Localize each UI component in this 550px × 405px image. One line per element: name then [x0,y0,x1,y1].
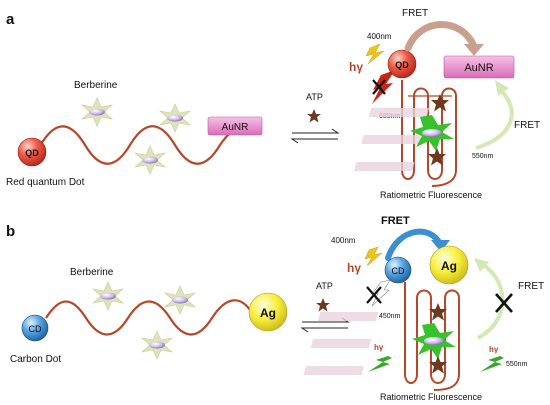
berberine-burst-b1 [91,281,125,311]
fret-right-a: FRET [514,120,540,131]
atp-label-b: ATP [316,281,333,291]
carbon-dot-label: Carbon Dot [10,354,61,365]
panel-a-letter: a [6,11,15,28]
berberine-burst-b2 [163,285,197,315]
lightning-icon [364,246,383,267]
fret-arrow-right-b [477,262,505,340]
hv-a: hγ [349,60,363,74]
star-icon [429,303,447,321]
berberine-burst-a3 [133,145,167,175]
aunr-top-label: AuNR [464,62,493,74]
fret-top-b: FRET [381,215,410,227]
berberine-label-b: Berberine [70,267,114,278]
qd-top: QD [387,49,417,79]
ag-top-label: Ag [441,259,457,273]
fret-top-a: FRET [402,8,428,19]
fret-arrow-head-right-b [474,258,489,272]
cross-icon [495,293,513,313]
red-quantum-dot: QD [17,137,47,167]
panel-b-letter: b [6,223,15,240]
cd-top-label: CD [392,266,405,276]
fret-arrow-right-a [475,88,514,150]
berberine-burst-a1 [80,97,114,127]
hv-right-b: hγ [489,345,499,354]
carbon-dot-top: CD [384,256,412,284]
blocked-emission-b [366,279,391,307]
cd-label: CD [29,324,42,334]
star-icon [428,148,446,166]
aunr-label: AuNR [222,122,249,133]
dna-strand-b [45,299,251,336]
lightning-icon [368,356,392,372]
berberine-molecule [422,129,442,137]
star-icon [316,298,330,312]
ratiometric-b: Ratiometric Fluorescence [380,392,482,402]
carbon-dot: CD [21,314,49,342]
fret-right-b: FRET [518,281,544,292]
wavelength-400-a: 400nm [367,32,392,41]
ratiometric-a: Ratiometric Fluorescence [380,190,482,200]
berberine-label-a: Berberine [74,80,118,91]
wavelength-400-b: 400nm [331,236,356,245]
ag-strand-label: Ag [260,306,276,320]
wavelength-450-b: 450nm [379,313,401,320]
red-quantum-dot-label: Red quantum Dot [6,177,85,188]
atp-label-a: ATP [306,92,323,102]
lightning-icon [365,43,385,65]
aunr-top: AuNR [443,55,515,79]
blocked-emission-a [372,70,395,104]
panel-b: b CD Carbon Dot Berberine Ag ATP [6,215,544,402]
star-icon [307,109,321,123]
ag-particle-top: Ag [429,245,469,285]
fret-arrow-head-b [431,240,450,252]
qd-label: QD [25,148,39,158]
wavelength-550-a: 550nm [472,153,494,160]
lightning-icon [480,356,504,372]
qd-top-label: QD [395,60,409,70]
fret-arrow-head-a [464,44,484,56]
cross-icon [372,79,386,95]
berberine-molecule [424,337,444,345]
g-quadruplex-b [303,282,460,391]
star-icon [431,94,449,112]
dna-strand-a [39,124,258,165]
fret-arrow-a [404,21,478,52]
hv-left-b: hγ [374,343,384,352]
star-icon [429,356,447,374]
cross-icon [366,286,382,304]
arrow-icon [290,128,340,144]
berberine-burst-b3 [140,330,174,360]
aunr-strand-a: AuNR [207,116,263,136]
fret-arrow-head-right-a [495,80,509,96]
panel-a: a QD Red quantum Dot Berberine AuNR [6,8,540,200]
wavelength-550-b: 550nm [506,361,528,368]
ag-particle-strand: Ag [248,292,288,332]
fret-arrow-b [385,228,443,261]
berberine-burst-a2 [158,103,192,133]
hv-b: hγ [347,261,361,275]
g-quadruplex-a [354,80,457,187]
